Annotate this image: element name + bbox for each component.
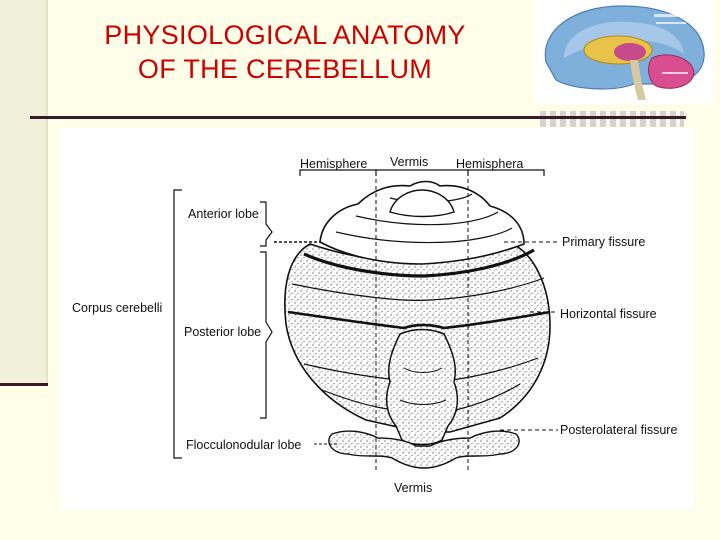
cerebellum-diagram: Hemisphere Vermis Hemisphera Anterior lo… bbox=[60, 128, 694, 510]
brain-thumbnail-image bbox=[534, 0, 714, 104]
label-vermis-top: Vermis bbox=[390, 155, 428, 169]
vermis-fold-2 bbox=[399, 399, 447, 405]
label-primary-fissure: Primary fissure bbox=[562, 235, 645, 249]
corpus-cerebelli-bracket bbox=[173, 189, 182, 459]
slide-title: PHYSIOLOGICAL ANATOMY OF THE CEREBELLUM bbox=[50, 18, 520, 86]
label-posterolateral-fissure: Posterolateral fissure bbox=[560, 423, 677, 437]
cerebellum-diagram-svg: Hemisphere Vermis Hemisphera Anterior lo… bbox=[72, 155, 677, 495]
rule-pattern-stub bbox=[540, 111, 684, 127]
posterior-folium-1 bbox=[291, 277, 545, 301]
vermis-fold-1 bbox=[403, 367, 443, 373]
label-posterior-lobe: Posterior lobe bbox=[184, 325, 261, 339]
anterior-folium-2 bbox=[355, 211, 499, 226]
primary-fissure-band bbox=[303, 248, 535, 278]
title-line-2: OF THE CEREBELLUM bbox=[137, 54, 433, 84]
vermis-top-bump bbox=[389, 189, 455, 218]
posterior-folium-5 bbox=[455, 383, 521, 411]
label-flocculonodular-lobe: Flocculonodular lobe bbox=[186, 438, 301, 452]
posterior-folium-3 bbox=[451, 357, 539, 381]
label-horizontal-fissure: Horizontal fissure bbox=[560, 307, 657, 321]
horizontal-rule bbox=[30, 116, 686, 119]
left-accent-band bbox=[0, 0, 48, 385]
title-line-1: PHYSIOLOGICAL ANATOMY bbox=[104, 20, 466, 50]
hemisphere-left-bracket bbox=[299, 169, 377, 176]
anterior-lobe-bracket bbox=[260, 201, 273, 247]
label-vermis-bottom: Vermis bbox=[394, 481, 432, 495]
anterior-folium-1 bbox=[335, 227, 513, 244]
label-hemisphere-left: Hemisphere bbox=[300, 157, 367, 171]
anterior-lobe-shape bbox=[319, 180, 525, 265]
horizontal-fissure-line bbox=[287, 310, 551, 330]
vermis-column-shape bbox=[385, 328, 459, 446]
label-corpus-cerebelli: Corpus cerebelli bbox=[72, 301, 162, 315]
posterior-lobe-bracket bbox=[260, 251, 273, 419]
label-hemisphere-right: Hemisphera bbox=[456, 157, 523, 171]
label-anterior-lobe: Anterior lobe bbox=[188, 207, 259, 221]
left-band-edge bbox=[46, 0, 48, 385]
hemisphere-right-bracket bbox=[467, 169, 545, 176]
left-band-underline bbox=[0, 383, 48, 386]
